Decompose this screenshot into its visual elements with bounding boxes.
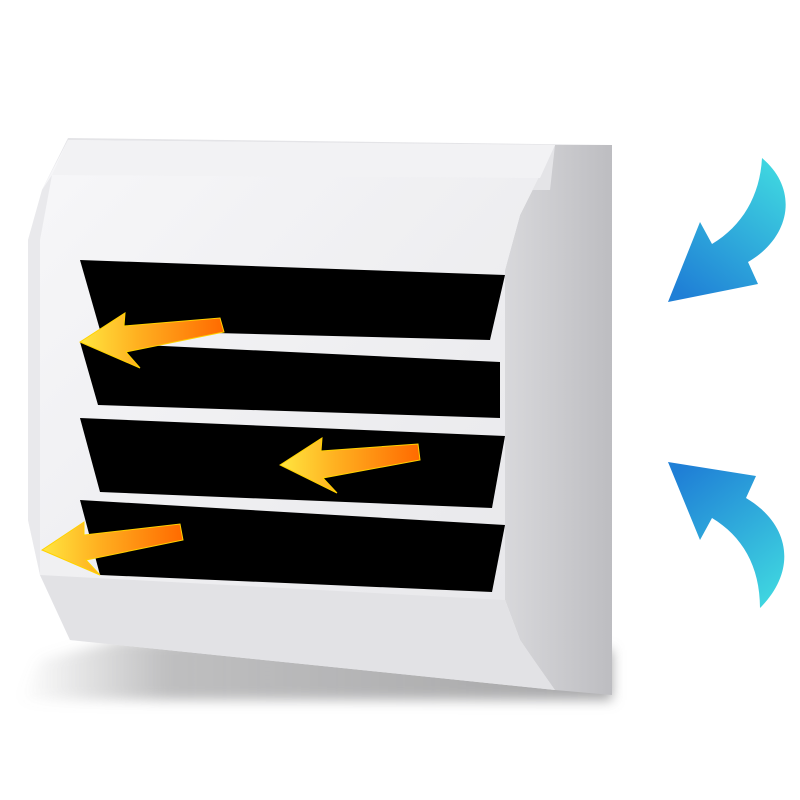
vent-housing — [28, 138, 612, 695]
housing-side-face — [505, 145, 612, 695]
housing-bottom-lip — [40, 575, 555, 690]
louver-openings — [80, 260, 505, 592]
warm-airflow-arrow-icon — [78, 312, 225, 369]
warm-airflow-arrow-icon — [278, 437, 421, 494]
housing-top-band — [52, 140, 555, 178]
louver-slot-1 — [80, 260, 505, 340]
cool-airflow-arrow-icon — [668, 158, 786, 302]
cool-airflow-arrow-icon — [668, 462, 785, 608]
cool-airflow-arrows — [668, 158, 786, 608]
warm-airflow-arrow-icon — [40, 521, 184, 576]
warm-airflow-arrows — [40, 312, 421, 576]
louver-slot-2 — [80, 342, 500, 418]
louver-slot-4 — [80, 500, 505, 592]
housing-left-edge — [28, 175, 52, 575]
